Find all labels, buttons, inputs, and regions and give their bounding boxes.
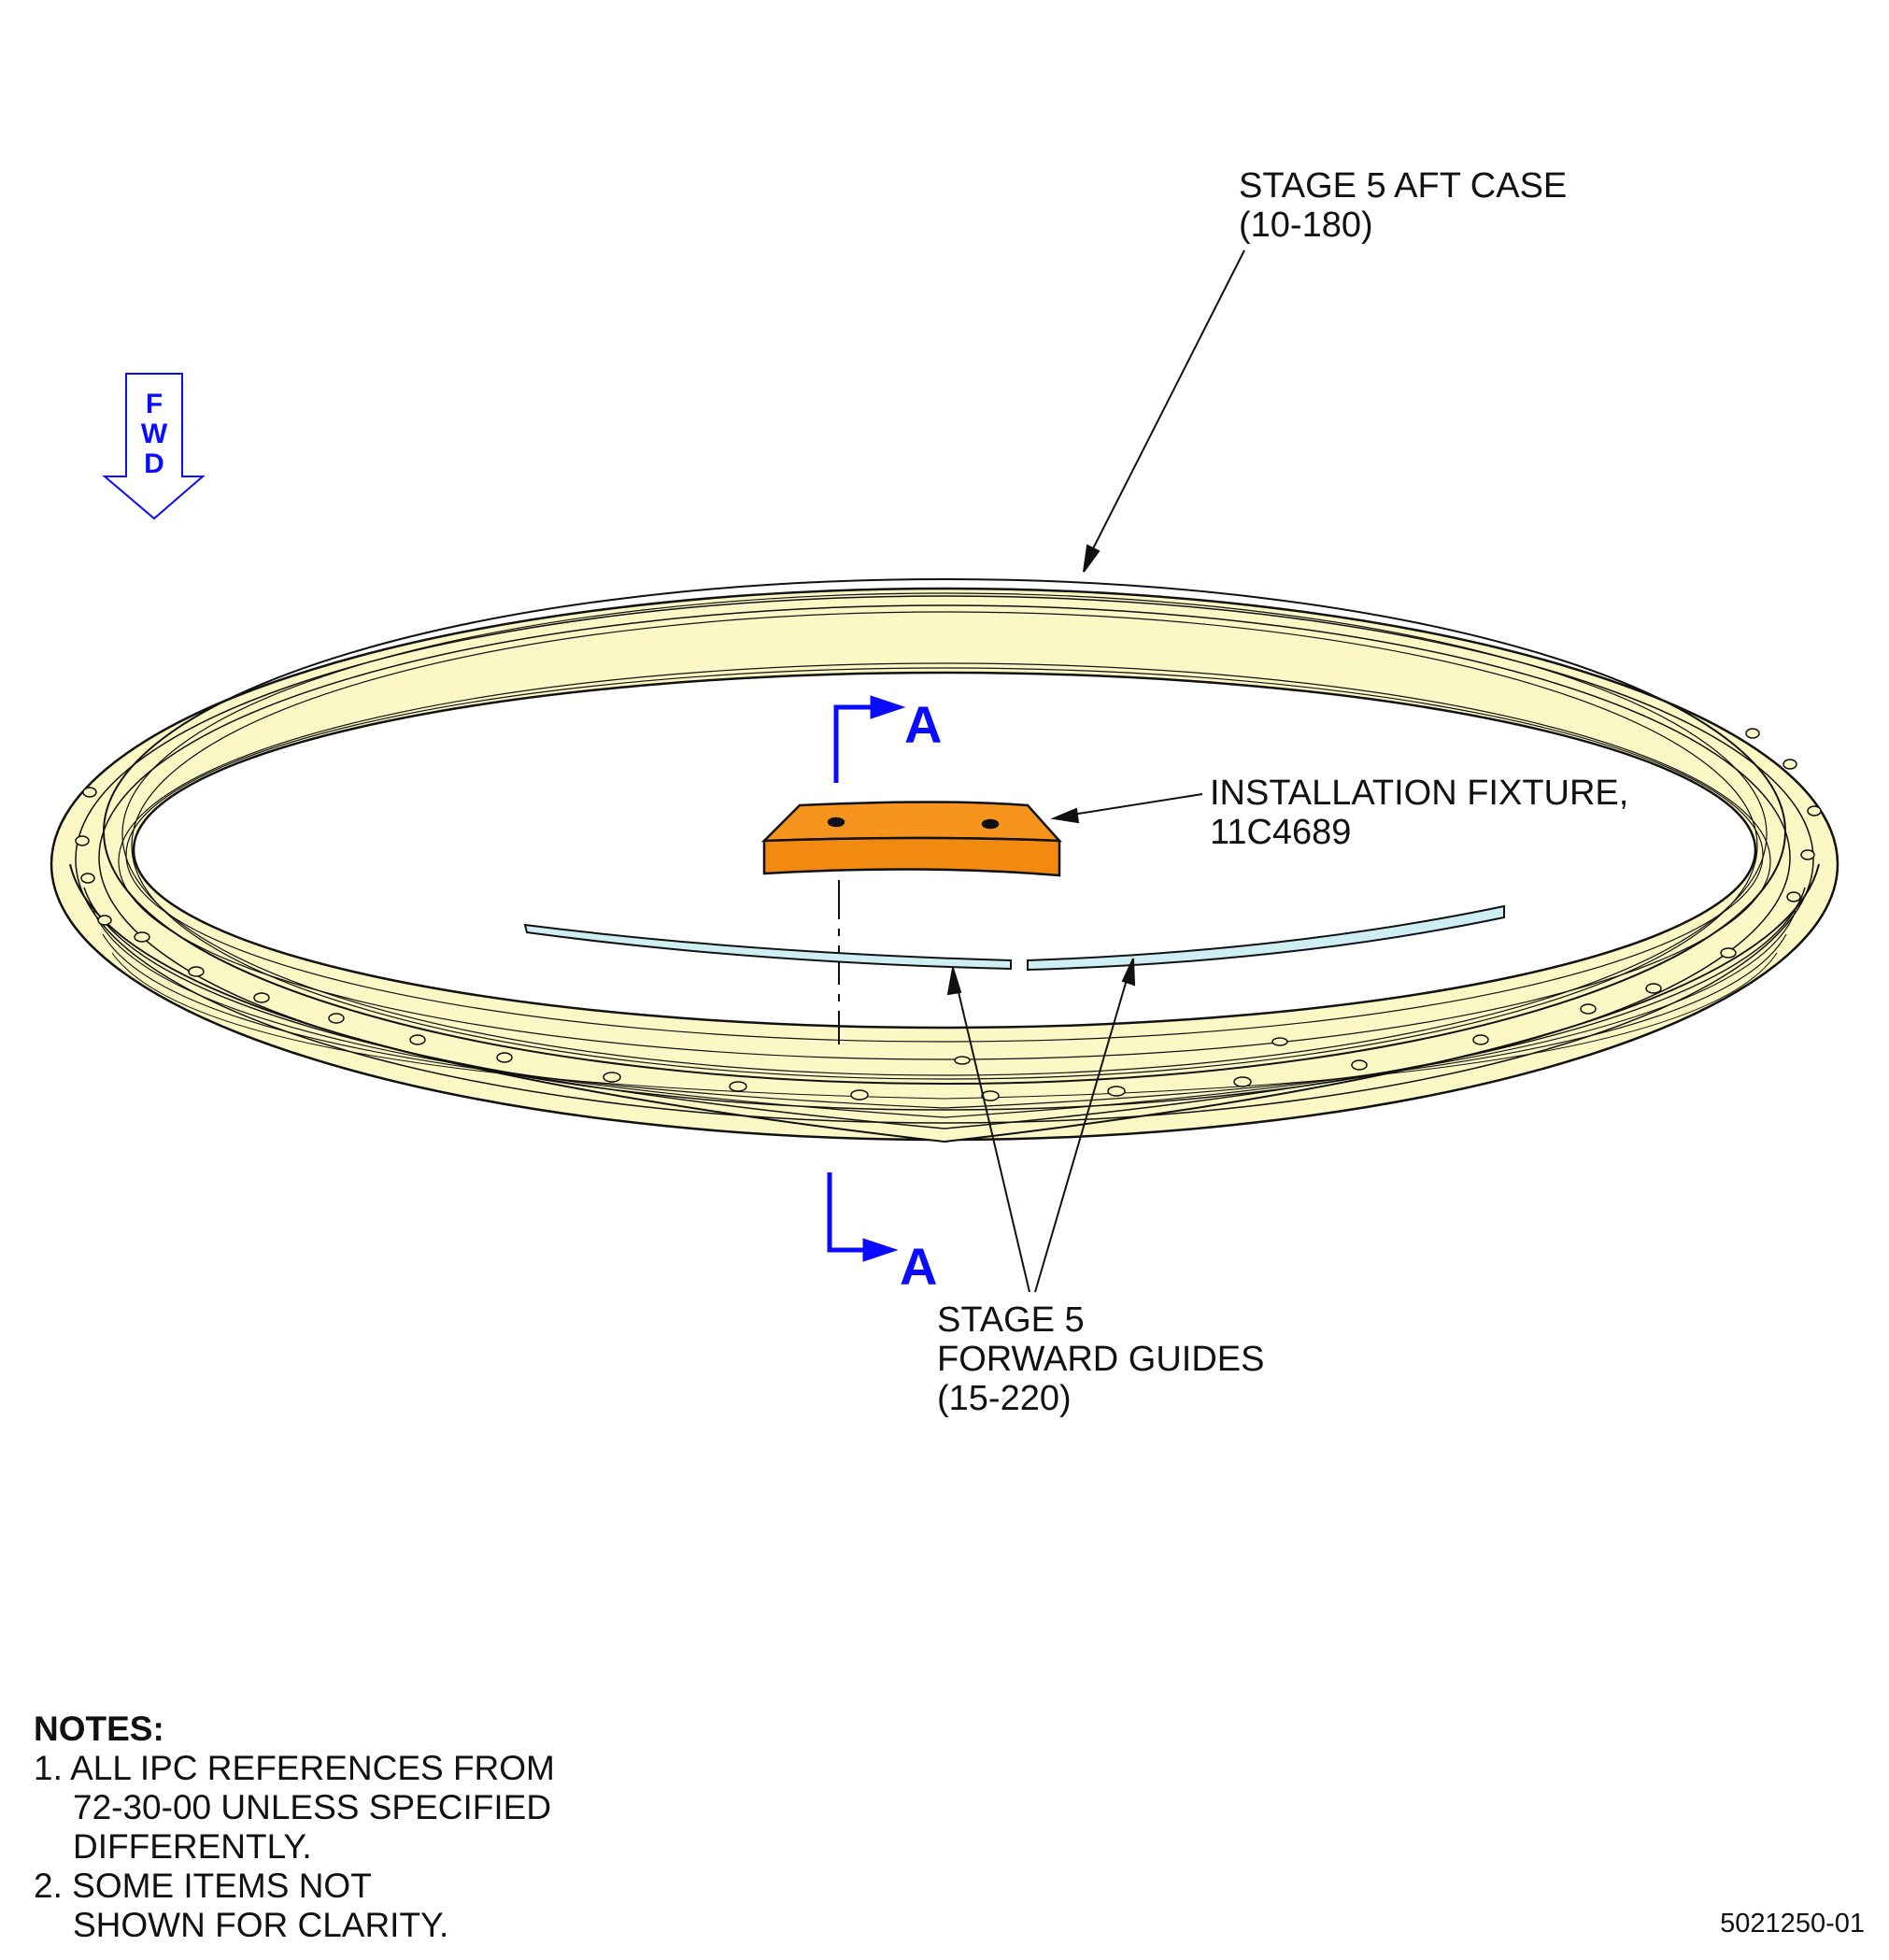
section-a-bottom-label: A bbox=[900, 1237, 938, 1296]
guides-callout-line1: STAGE 5 bbox=[937, 1300, 1085, 1340]
installation-fixture bbox=[760, 801, 1062, 877]
notes-block: NOTES: 1. ALL IPC REFERENCES FROM 72-30-… bbox=[34, 1710, 555, 1945]
fixture-callout-line2: 11C4689 bbox=[1210, 813, 1352, 852]
aft-case-callout: STAGE 5 AFT CASE (10-180) bbox=[1239, 166, 1567, 245]
note-1-line-1: 1. ALL IPC REFERENCES FROM bbox=[34, 1749, 555, 1787]
aft-case-callout-line2: (10-180) bbox=[1239, 206, 1373, 245]
section-a-top-label: A bbox=[904, 695, 943, 754]
fwd-arrow bbox=[102, 373, 206, 520]
flange-bolt-holes bbox=[75, 728, 1822, 1101]
fixture-callout-line1: INSTALLATION FIXTURE, bbox=[1210, 774, 1629, 813]
notes-title: NOTES: bbox=[34, 1710, 164, 1748]
guides-callout-line2: FORWARD GUIDES bbox=[937, 1340, 1265, 1379]
note-1-line-2: 72-30-00 UNLESS SPECIFIED bbox=[73, 1788, 552, 1826]
forward-guides bbox=[523, 904, 1505, 972]
guides-callout-line3: (15-220) bbox=[937, 1379, 1072, 1418]
leader-lines bbox=[946, 249, 1245, 1293]
drawing-number: 5021250-01 bbox=[1720, 1909, 1865, 1939]
aft-case-callout-line1: STAGE 5 AFT CASE bbox=[1239, 166, 1568, 206]
note-2-line-2: SHOWN FOR CLARITY. bbox=[73, 1906, 449, 1944]
fixture-callout: INSTALLATION FIXTURE, 11C4689 bbox=[1210, 774, 1628, 852]
guides-callout: STAGE 5 FORWARD GUIDES (15-220) bbox=[937, 1300, 1264, 1418]
section-a-top-marker bbox=[833, 695, 906, 783]
section-a-bottom-marker bbox=[827, 1172, 899, 1262]
fwd-letter-w: W bbox=[140, 419, 168, 449]
note-2-line-1: 2. SOME ITEMS NOT bbox=[34, 1867, 372, 1905]
fwd-letter-d: D bbox=[144, 448, 164, 479]
fwd-letter-f: F bbox=[145, 389, 163, 419]
note-1-line-3: DIFFERENTLY. bbox=[73, 1827, 312, 1866]
